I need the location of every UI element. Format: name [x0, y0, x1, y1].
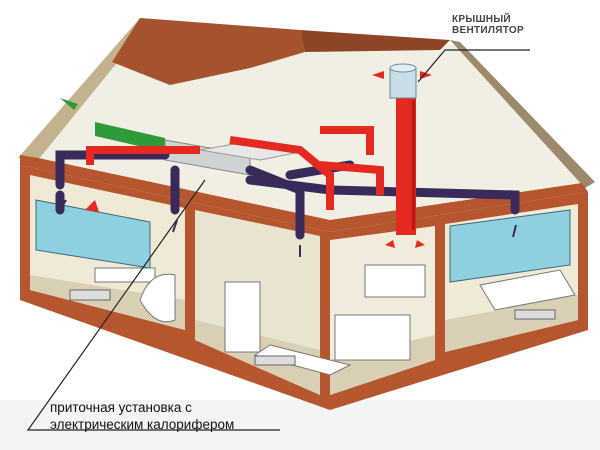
- supply-unit-label-line1: приточная установка с: [50, 400, 192, 415]
- supply-unit-label: приточная установка с электрическим кало…: [50, 399, 234, 433]
- attic-floor: [20, 155, 588, 232]
- exhaust-arrow-icon: [372, 71, 432, 79]
- supply-unit-label-line2: электрическим калорифером: [50, 417, 235, 432]
- supply-arrow-icons: [59, 199, 517, 257]
- intake-arrow-icon: [60, 98, 78, 110]
- roof-fan: [389, 67, 417, 99]
- kitchen-cabinets: [364, 264, 426, 298]
- roof-fan-label-line1: КРЫШНЫЙ: [452, 14, 511, 25]
- roof-edge-right: [450, 40, 595, 188]
- kitchen-counter: [334, 314, 411, 361]
- exhaust-ducts: [86, 126, 384, 210]
- ground-band: [0, 400, 600, 450]
- radiator: [254, 355, 296, 366]
- roof-edge-left: [18, 18, 150, 160]
- exhaust-stack: [396, 95, 416, 235]
- bed: [479, 269, 576, 311]
- roof-fan-leader-line: [417, 49, 530, 83]
- table: [94, 267, 156, 283]
- dining-table: [253, 344, 352, 376]
- extract-arrow-icon: [85, 200, 99, 212]
- intake-duct: [95, 122, 165, 152]
- supply-unit-leader-line: [26, 179, 280, 431]
- window-right: [449, 209, 571, 283]
- roof-fan-label-line2: ВЕНТИЛЯТОР: [452, 25, 524, 36]
- armchair: [139, 273, 176, 323]
- fridge: [224, 281, 261, 353]
- radiator: [514, 309, 556, 320]
- extract-arrow-icon: [385, 240, 425, 248]
- roof-fan-label: КРЫШНЫЙ ВЕНТИЛЯТОР: [452, 14, 524, 36]
- radiator: [69, 289, 111, 301]
- roof-tiles: [112, 18, 305, 85]
